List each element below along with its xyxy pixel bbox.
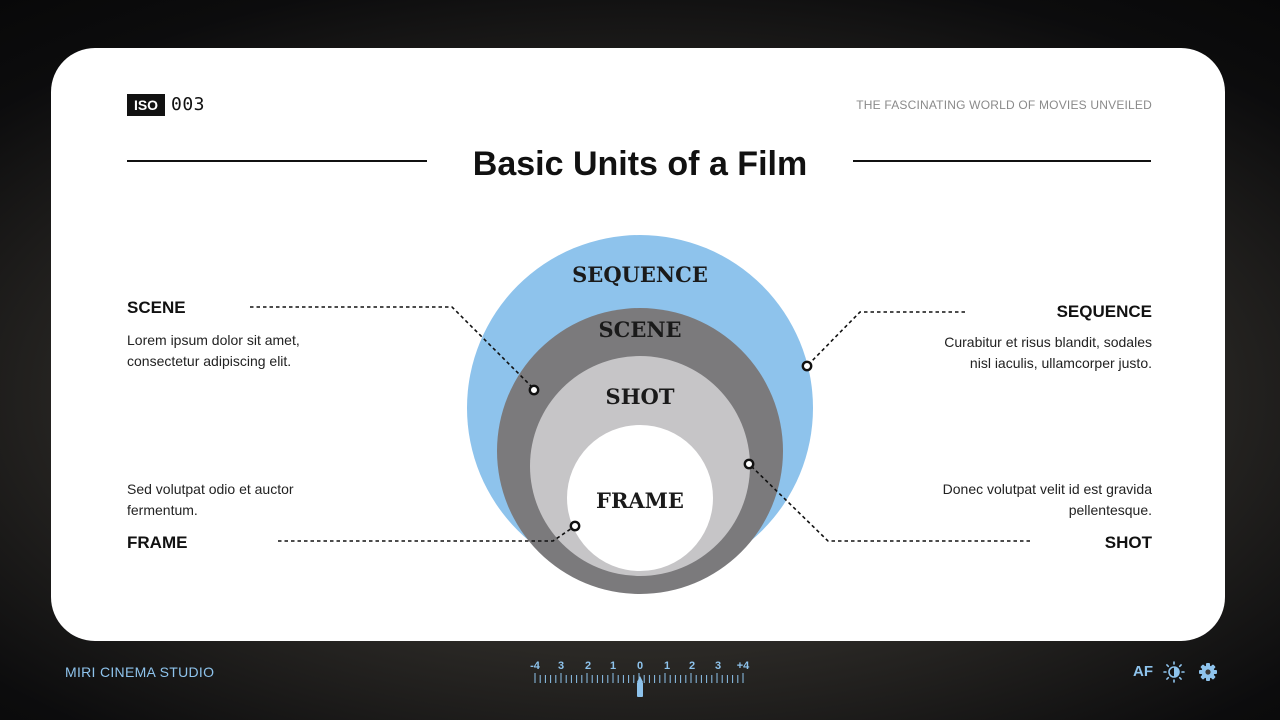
sequence-leader-line <box>806 311 965 367</box>
scene-leader-line <box>250 306 535 390</box>
exposure-label: -4 <box>530 660 541 672</box>
exposure-label: +4 <box>737 660 750 672</box>
title-rule-right <box>853 160 1151 162</box>
exposure-scale: -4 3 2 1 0 1 2 3 +4 <box>530 660 750 697</box>
sequence-ring-label: SEQUENCE <box>572 262 708 287</box>
iso-number: 003 <box>171 94 206 115</box>
frame-ring-label: FRAME <box>596 488 684 513</box>
sequence-marker-dot <box>801 360 813 372</box>
frame-circle <box>567 425 713 571</box>
shot-marker-dot <box>743 458 755 470</box>
exposure-label: 3 <box>558 660 564 672</box>
scene-marker-dot <box>528 384 540 396</box>
exposure-label: 3 <box>715 660 721 672</box>
shot-leader-line <box>748 463 1030 542</box>
frame-callout-line2: fermentum. <box>127 502 198 518</box>
exposure-indicator[interactable] <box>637 682 643 697</box>
exposure-label: 2 <box>585 660 591 672</box>
shot-callout-title: SHOT <box>1104 533 1152 552</box>
scene-callout-title: SCENE <box>127 298 186 317</box>
exposure-indicator-tip <box>637 676 643 682</box>
exposure-label: 1 <box>610 660 616 672</box>
sequence-callout-text: Curabitur et risus blandit, sodales nisl… <box>944 332 1152 374</box>
exposure-label: 0 <box>637 660 643 672</box>
exposure-label: 1 <box>664 660 670 672</box>
tagline: THE FASCINATING WORLD OF MOVIES UNVEILED <box>856 98 1152 112</box>
shot-callout-text: Donec volutpat velit id est gravida pell… <box>943 479 1152 521</box>
studio-name: MIRI CINEMA STUDIO <box>65 664 215 680</box>
scene-ring-label: SCENE <box>598 317 681 342</box>
sequence-callout-title: SEQUENCE <box>1056 302 1152 321</box>
scene-callout-line2: consectetur adipiscing elit. <box>127 353 292 369</box>
shot-ring-label: SHOT <box>606 384 675 409</box>
page-title: Basic Units of a Film <box>472 145 808 183</box>
gear-icon[interactable] <box>1199 663 1217 681</box>
brightness-icon[interactable] <box>1163 661 1185 683</box>
frame-callout-line1: Sed volutpat odio et auctor <box>127 481 294 497</box>
frame-marker-dot <box>569 520 581 532</box>
autofocus-label[interactable]: AF <box>1133 663 1153 680</box>
scene-callout-line1: Lorem ipsum dolor sit amet, <box>127 332 300 348</box>
iso-badge: ISO <box>127 94 165 116</box>
shot-callout-line1: Donec volutpat velit id est gravida <box>942 481 1152 497</box>
exposure-label: 2 <box>689 660 695 672</box>
scene-callout-text: Lorem ipsum dolor sit amet, consectetur … <box>127 330 300 372</box>
frame-callout-title: FRAME <box>127 533 188 552</box>
shot-callout-line2: pellentesque. <box>1068 502 1152 518</box>
sequence-callout-line2: nisl iaculis, ullamcorper justo. <box>969 355 1152 371</box>
sequence-callout-line1: Curabitur et risus blandit, sodales <box>944 334 1152 350</box>
title-rule-left <box>127 160 427 162</box>
frame-leader-line <box>278 525 576 542</box>
frame-callout-text: Sed volutpat odio et auctor fermentum. <box>127 479 294 521</box>
